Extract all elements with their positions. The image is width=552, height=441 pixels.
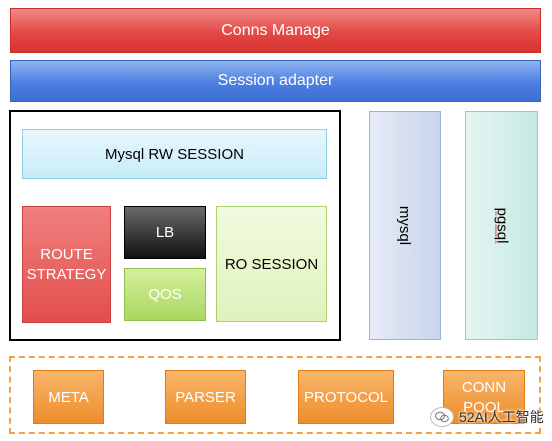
foundation-group-frame [9,356,541,434]
ro-session-label: RO SESSION [224,255,319,273]
meta-box: META [33,370,104,424]
protocol-label: PROTOCOL [304,388,388,406]
session-adapter-label: Session adapter [217,72,334,89]
qos-box: QOS [124,268,206,321]
conns-manage-label: Conns Manage [221,21,330,39]
conn-pool-label-line1: CONN [461,379,507,396]
mysql-rw-session-label: Mysql RW SESSION [105,145,244,163]
session-adapter-layer: Session adapter [10,60,541,102]
parser-label: PARSER [175,388,236,406]
mysql-backend-column: mysql [369,111,441,340]
qos-label: QOS [148,286,182,303]
wechat-icon [430,407,454,427]
conn-pool-box: CONN POOL [443,370,525,424]
mysql-backend-label: mysql [396,205,414,246]
protocol-box: PROTOCOL [298,370,394,424]
route-strategy-label-line1: ROUTE [40,245,93,263]
route-strategy-label-line2: STRATEGY [26,265,107,283]
watermark-text: 52AI人工智能 [459,409,544,425]
conn-pool-label-line2: POOL [463,399,505,416]
ro-session-box: RO SESSION [216,206,327,322]
meta-label: META [48,388,89,406]
route-strategy-box: ROUTE STRATEGY [22,206,111,323]
lb-box: LB [124,206,206,259]
watermark: 52AI人工智能 [430,404,544,430]
lb-label: LB [155,224,175,241]
conns-manage-layer: Conns Manage [10,8,541,53]
pgsql-backend-column: pgsql [465,111,538,340]
parser-box: PARSER [165,370,246,424]
mysql-rw-session-box: Mysql RW SESSION [22,129,327,179]
pgsql-backend-label: pgsql [492,207,510,244]
